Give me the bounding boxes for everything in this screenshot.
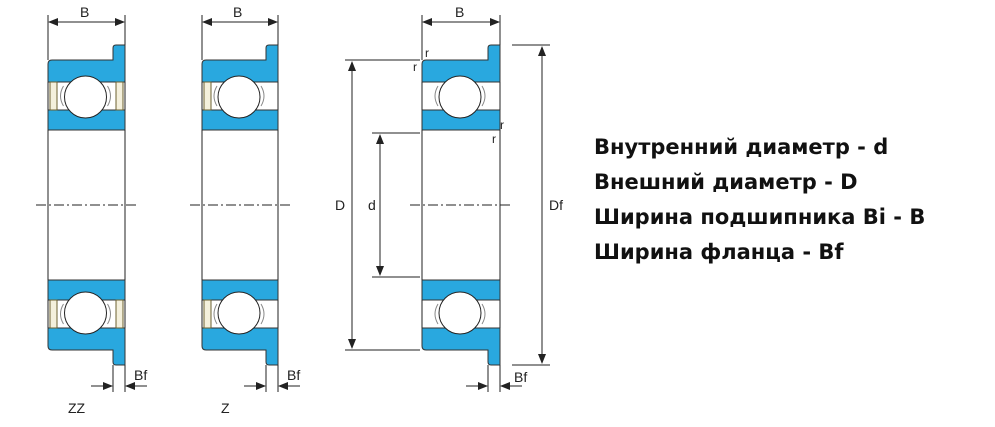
legend-flange-width: Ширина фланца - Bf — [594, 240, 844, 264]
flange-label-bf-1: Bf — [134, 367, 147, 383]
shield — [115, 299, 124, 329]
cage — [434, 85, 439, 107]
variant-label-zz: ZZ — [68, 400, 86, 416]
inner-diameter-label: d — [368, 197, 376, 213]
flange-label-bf-2: Bf — [287, 367, 300, 383]
radius-label: r — [413, 60, 417, 74]
shield — [49, 299, 58, 329]
legend: Внутренний диаметр - d Внешний диаметр -… — [594, 130, 925, 270]
radius-label: r — [425, 46, 429, 60]
ball — [438, 75, 482, 119]
shield — [203, 81, 212, 111]
radius-label: r — [500, 118, 504, 132]
legend-inner-diameter: Внутренний диаметр - d — [594, 135, 889, 159]
ball — [64, 75, 107, 119]
ball — [217, 291, 261, 335]
cage — [60, 85, 64, 107]
width-label-b-1: B — [80, 4, 89, 20]
cage — [60, 303, 64, 325]
cage — [213, 303, 218, 325]
variant-label-z: Z — [221, 400, 230, 416]
ball — [217, 75, 261, 119]
cage — [213, 85, 218, 107]
cage — [481, 85, 486, 107]
outer-ring — [421, 327, 501, 366]
outer-ring — [421, 44, 501, 83]
width-label-b-2: B — [233, 4, 242, 20]
shield — [203, 299, 212, 329]
ball — [438, 291, 482, 335]
flange-diameter-label: Df — [549, 197, 563, 213]
legend-outer-diameter: Внешний диаметр - D — [594, 170, 858, 194]
outer-ring — [47, 44, 126, 83]
cage — [260, 85, 265, 107]
outer-ring — [201, 44, 279, 83]
shield — [49, 81, 58, 111]
radius-label: r — [492, 132, 496, 146]
cage — [434, 303, 439, 325]
cage — [260, 303, 265, 325]
outer-diameter-label: D — [335, 197, 345, 213]
shield — [115, 81, 124, 111]
ball — [64, 291, 107, 335]
legend-bearing-width: Ширина подшипника Bi - B — [594, 205, 926, 229]
cage — [481, 303, 486, 325]
outer-ring — [47, 327, 126, 366]
cage — [107, 303, 111, 325]
width-label-b-3: B — [455, 4, 464, 20]
outer-ring — [201, 327, 279, 366]
cage — [107, 85, 111, 107]
flange-label-bf-3: Bf — [514, 369, 527, 385]
